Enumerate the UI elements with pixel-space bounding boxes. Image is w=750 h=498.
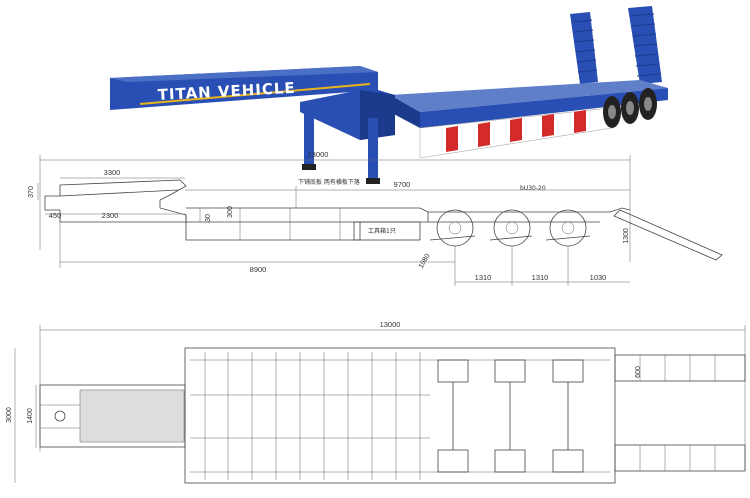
- top-dim-overall-width: 3000: [6, 407, 13, 423]
- deck-side-beam: [420, 88, 668, 128]
- dim-ramp-height: 1300: [623, 228, 630, 244]
- top-view: 13000 3000 1400: [6, 320, 746, 484]
- dim-gooseneck-length: 3300: [104, 168, 121, 177]
- top-dim-ramp-width: 600: [635, 366, 642, 378]
- dim-axle-spacing-1: 1310: [475, 273, 492, 282]
- dim-rear-overhang: 1030: [590, 273, 607, 282]
- deck-surface: [390, 80, 668, 112]
- dim-kingpin-to-axle: 8900: [250, 265, 267, 274]
- side-ramp: [613, 209, 723, 261]
- dim-top-left: 370: [28, 186, 35, 198]
- rear-wheels: [603, 88, 657, 128]
- legs-note: 下铺底板 两有横板下落: [298, 178, 360, 186]
- rear-ramps: [570, 6, 662, 84]
- dim-wheel-dia: 1080: [418, 253, 432, 270]
- top-dim-overall-length: 13000: [380, 320, 401, 329]
- dim-overall-length: 13000: [308, 150, 329, 159]
- dim-neck-length: 2300: [102, 211, 119, 220]
- checker-plate: [79, 389, 185, 443]
- top-ramps: [614, 354, 746, 472]
- dim-front-overhang: 450: [49, 211, 62, 220]
- side-wheels: [429, 209, 591, 247]
- deck-crossmembers: [190, 352, 610, 480]
- dim-axle-spacing-2: 1310: [532, 273, 549, 282]
- landing-legs: [302, 112, 380, 184]
- kingpin: [54, 410, 66, 422]
- side-view: 13000 3300 9700 370 工具箱1只 下铺底板 两有横板下落 bU…: [28, 150, 723, 286]
- axle-groups: [437, 359, 584, 473]
- trailer-render: TITAN VEHICLE: [110, 6, 668, 184]
- dim-deck-step: 300: [227, 206, 234, 218]
- top-dim-neck-width: 1400: [27, 408, 34, 424]
- hazard-stripes: [419, 107, 613, 159]
- suspension-note: bU30-20: [520, 185, 546, 192]
- toolbox-note: 工具箱1只: [368, 227, 396, 235]
- top-deck: [184, 347, 616, 484]
- dim-deck-length: 9700: [394, 180, 411, 189]
- dim-small-step: 30: [205, 214, 212, 222]
